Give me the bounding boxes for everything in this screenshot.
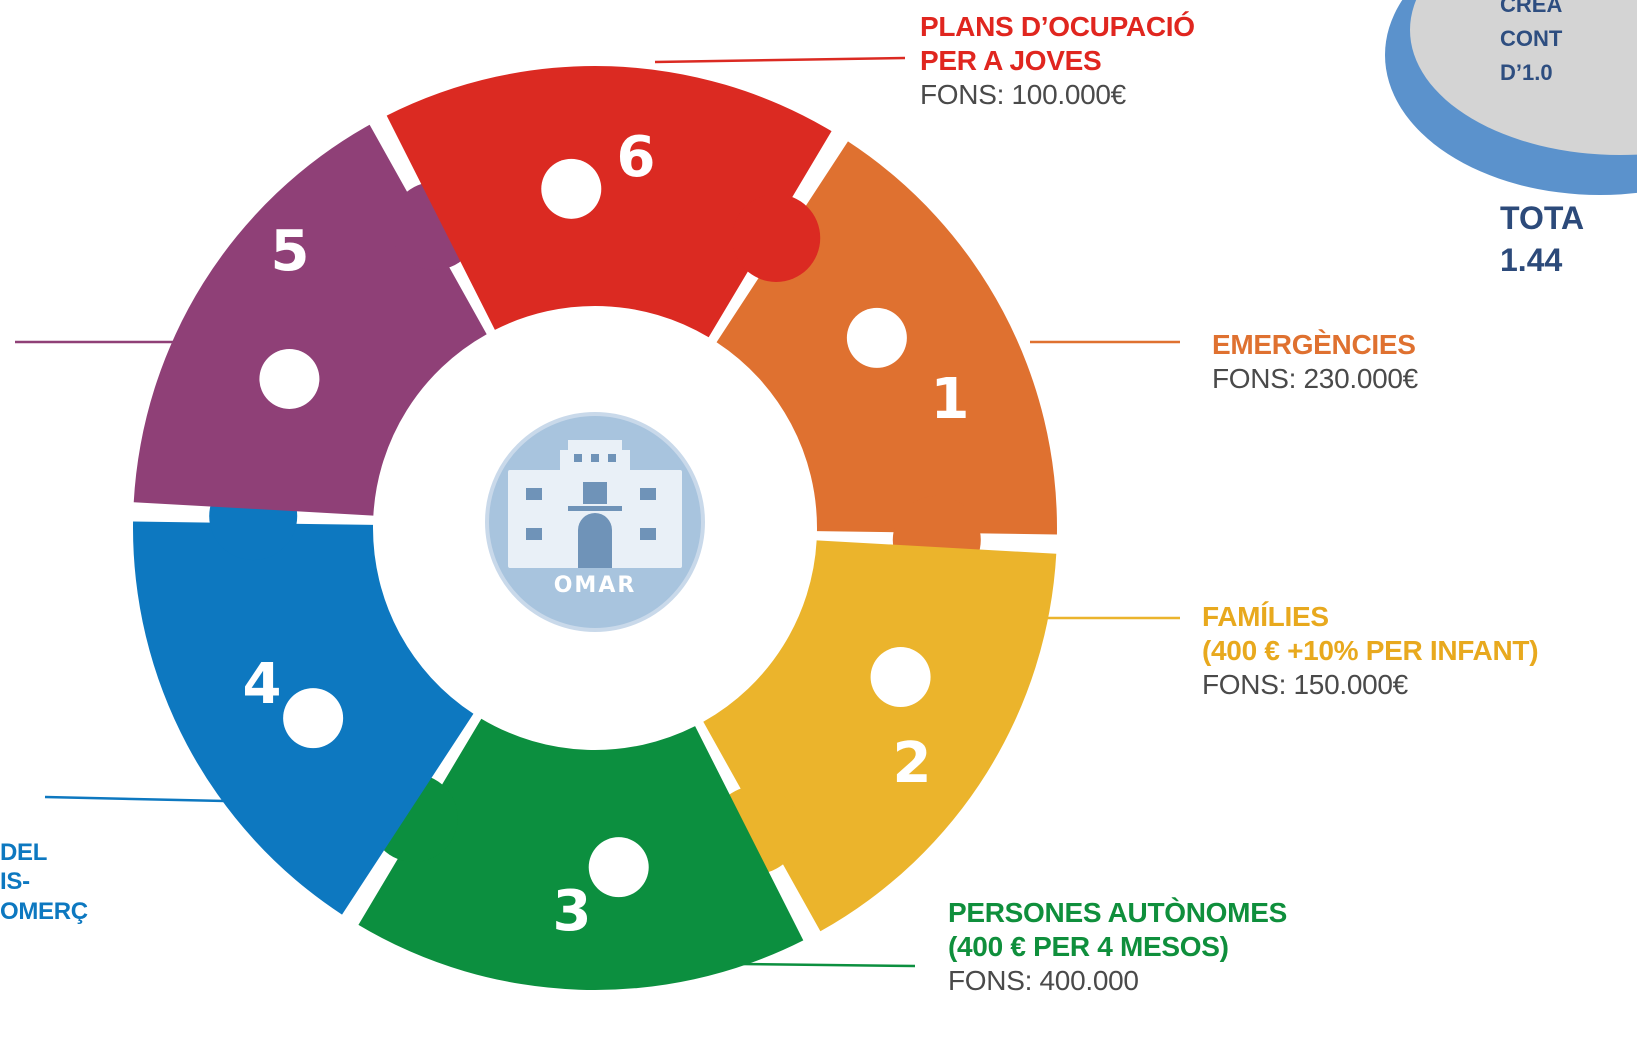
leader-line-autonomes [739, 962, 916, 968]
segment-number-6: 6 [617, 125, 656, 190]
emergencies-title: EMERGÈNCIES [1212, 329, 1416, 360]
comerc-line-1: DEL [0, 839, 48, 866]
puzzle-socket-1 [870, 647, 931, 708]
total-text: TOTA 1.44 [1500, 198, 1584, 281]
segment-number-2: 2 [893, 731, 932, 796]
callout-line-3: D’1.0 [1500, 60, 1553, 86]
top-right-callout-shape [1385, 0, 1637, 195]
puzzle-segment-6 [386, 65, 832, 338]
label-comerc: DEL IS- OMERÇ [0, 838, 88, 926]
segment-number-1: 1 [931, 367, 970, 432]
leader-line-comerc [44, 795, 226, 803]
segment-numbers: 1 2 3 4 5 6 [243, 125, 970, 944]
autonomes-title-line-1: PERSONES AUTÒNOMES [948, 897, 1287, 928]
puzzle-socket-5 [541, 158, 602, 219]
segment-number-4: 4 [243, 652, 282, 717]
puzzle-socket-2 [588, 837, 649, 898]
comerc-line-3: OMERÇ [0, 897, 88, 925]
puzzle-socket-4 [259, 348, 320, 409]
families-title-line-1: FAMÍLIES [1202, 601, 1329, 632]
autonomes-fons: FONS: 400.000 [948, 965, 1139, 997]
label-emergencies: EMERGÈNCIES FONS: 230.000€ [1212, 328, 1418, 396]
puzzle-segments [133, 65, 1057, 990]
label-plans-ocupacio: PLANS D’OCUPACIÓ PER A JOVES FONS: 100.0… [920, 10, 1195, 112]
puzzle-tab-6 [732, 193, 821, 282]
top-right-callout-text: CREA CONT D’1.0 [1500, 0, 1562, 90]
autonomes-title-line-2: (400 € PER 4 MESOS) [948, 931, 1229, 963]
puzzle-socket-6 [846, 307, 907, 368]
comerc-line-2: IS- [0, 868, 30, 896]
plans-title-line-2: PER A JOVES [920, 45, 1102, 77]
logo-text: OMAR [554, 573, 637, 598]
puzzle-segment-3 [358, 718, 804, 990]
total-line-2: 1.44 [1500, 241, 1563, 278]
puzzle-socket-3 [283, 688, 344, 749]
families-fons: FONS: 150.000€ [1202, 669, 1408, 701]
omar-logo: OMAR [485, 412, 705, 632]
label-persones-autonomes: PERSONES AUTÒNOMES (400 € PER 4 MESOS) F… [948, 896, 1287, 998]
plans-fons: FONS: 100.000€ [920, 79, 1126, 111]
segment-number-5: 5 [271, 219, 310, 284]
callout-line-1: CREA [1500, 0, 1563, 17]
emergencies-fons: FONS: 230.000€ [1212, 363, 1418, 395]
total-line-1: TOTA [1500, 200, 1585, 236]
label-families: FAMÍLIES (400 € +10% PER INFANT) FONS: 1… [1202, 600, 1539, 702]
families-title-line-2: (400 € +10% PER INFANT) [1202, 635, 1539, 667]
callout-line-2: CONT [1500, 26, 1563, 52]
plans-title-line-1: PLANS D’OCUPACIÓ [920, 11, 1195, 42]
segment-number-3: 3 [553, 879, 592, 944]
leader-line-plans [654, 56, 906, 64]
